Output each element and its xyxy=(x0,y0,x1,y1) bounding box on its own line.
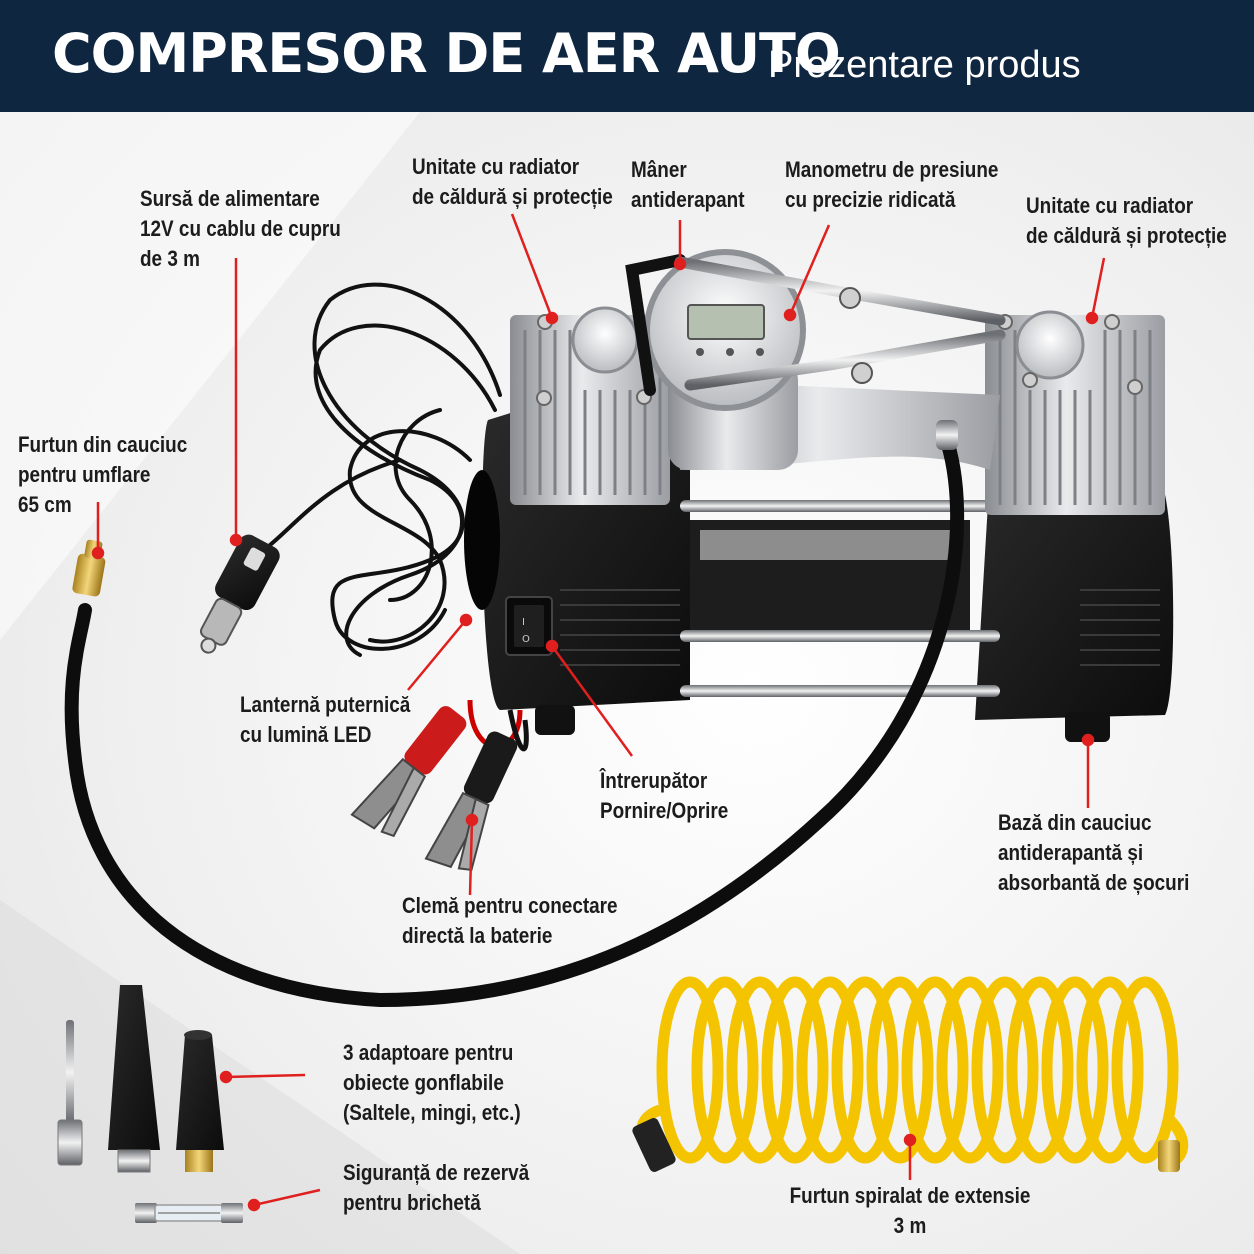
callout-switch: Întrerupător Pornire/Oprire xyxy=(600,766,728,826)
spare-fuse xyxy=(135,1203,243,1223)
callout-manometer: Manometru de presiune cu precizie ridica… xyxy=(785,155,998,215)
power-cable xyxy=(268,282,502,657)
callout-fuse: Siguranță de rezervă pentru brichetă xyxy=(343,1158,529,1218)
callout-heatsink-right: Unitate cu radiator de căldură și protec… xyxy=(1026,191,1227,251)
callout-line: 12V cu cablu de cupru xyxy=(140,216,341,241)
callout-line: Manometru de presiune xyxy=(785,157,999,182)
callout-line: obiecte gonflabile xyxy=(343,1070,504,1095)
svg-text:I: I xyxy=(522,617,525,628)
right-heatsink xyxy=(985,310,1165,515)
callout-line: Clemă pentru conectare xyxy=(402,893,618,918)
callout-line: Siguranță de rezervă xyxy=(343,1160,530,1185)
spiral-hose-fittings xyxy=(632,1118,1180,1172)
callout-rubber-hose: Furtun din cauciuc pentru umflare 65 cm xyxy=(18,430,187,520)
callout-line: de căldură și protecție xyxy=(1026,223,1227,248)
callout-line: de căldură și protecție xyxy=(412,184,613,209)
callout-line: Unitate cu radiator xyxy=(1026,193,1194,218)
page-subtitle: Prezentare produs xyxy=(768,44,1081,86)
page-title: COMPRESOR DE AER AUTO xyxy=(52,22,841,85)
callout-line: 65 cm xyxy=(18,492,72,517)
callout-line: antiderapant xyxy=(631,187,745,212)
callout-adapters: 3 adaptoare pentru obiecte gonflabile (S… xyxy=(343,1038,521,1128)
handle xyxy=(625,254,1006,396)
callout-led-lantern: Lanternă puternică cu lumină LED xyxy=(240,690,410,750)
callout-line: (Saltele, mingi, etc.) xyxy=(343,1100,521,1125)
callout-line: cu lumină LED xyxy=(240,722,372,747)
callout-line: antiderapantă și xyxy=(998,840,1144,865)
cigarette-lighter-plug xyxy=(199,534,280,654)
on-off-switch: I O xyxy=(505,596,553,656)
callout-line: de 3 m xyxy=(140,246,200,271)
callout-base: Bază din cauciuc antiderapantă și absorb… xyxy=(998,808,1189,898)
callout-line: directă la baterie xyxy=(402,923,553,948)
callout-line: Furtun spiralat de extensie xyxy=(789,1183,1031,1208)
callout-line: pentru brichetă xyxy=(343,1190,481,1215)
left-heatsink xyxy=(510,306,670,505)
title-banner: COMPRESOR DE AER AUTO Prezentare produs xyxy=(0,0,1254,112)
callout-line: Unitate cu radiator xyxy=(412,154,580,179)
callout-handle: Mâner antiderapant xyxy=(631,155,745,215)
callout-heatsink-left: Unitate cu radiator de căldură și protec… xyxy=(412,152,613,212)
callout-line: Lanternă puternică xyxy=(240,692,411,717)
callout-line: Mâner xyxy=(631,157,687,182)
callout-lines xyxy=(91,213,1106,1212)
callout-line: cu precizie ridicată xyxy=(785,187,956,212)
callout-line: 3 m xyxy=(893,1213,927,1238)
callout-line: Pornire/Oprire xyxy=(600,798,729,823)
callout-power-supply: Sursă de alimentare 12V cu cablu de cupr… xyxy=(140,184,341,274)
callout-line: 3 adaptoare pentru xyxy=(343,1040,514,1065)
inflation-adapters xyxy=(57,985,224,1173)
callout-clamps: Clemă pentru conectare directă la bateri… xyxy=(402,891,618,951)
callout-spiral-hose: Furtun spiralat de extensie 3 m xyxy=(781,1181,1039,1241)
rubber-feet xyxy=(535,705,1110,742)
battery-clamps xyxy=(350,699,529,871)
spiral-extension-hose xyxy=(636,976,1189,1171)
callout-line: Sursă de alimentare xyxy=(140,186,320,211)
callout-line: Întrerupător xyxy=(600,768,708,793)
svg-text:O: O xyxy=(522,634,530,645)
callout-line: Furtun din cauciuc xyxy=(18,432,188,457)
callout-line: Bază din cauciuc xyxy=(998,810,1152,835)
callout-line: absorbantă de șocuri xyxy=(998,870,1190,895)
callout-line: pentru umflare xyxy=(18,462,151,487)
